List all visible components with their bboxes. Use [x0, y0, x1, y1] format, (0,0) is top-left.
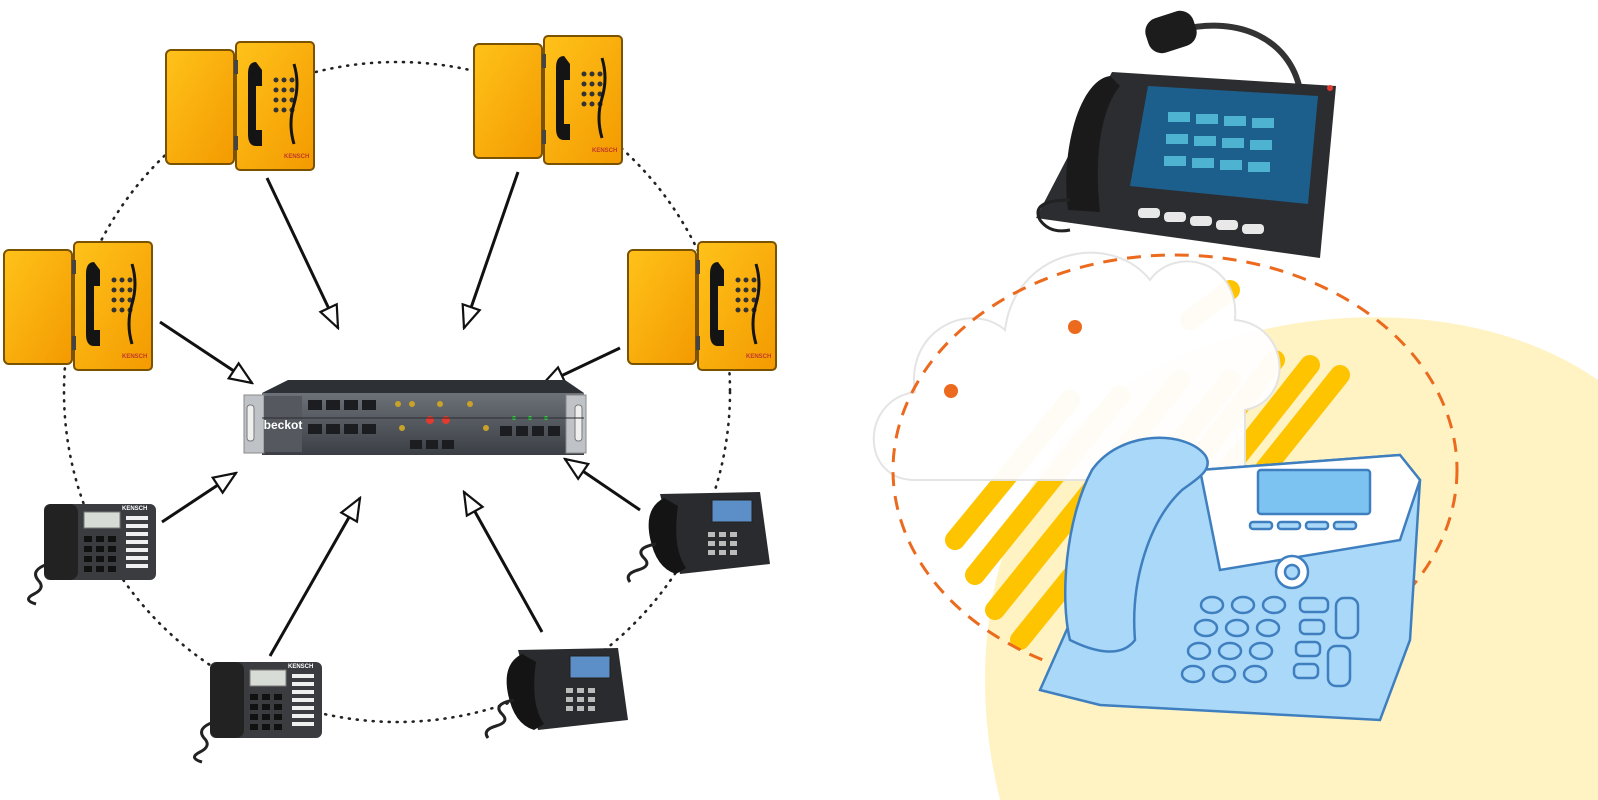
dispatch-console: [1036, 10, 1336, 258]
server-ports: [308, 400, 560, 449]
phone-door: [627, 249, 697, 365]
pbx-server: beckot: [243, 380, 587, 455]
phone-door: [165, 49, 235, 165]
server-brand-label: beckot: [264, 418, 303, 432]
arrow-bottom-left: [268, 498, 360, 657]
blue-ip-phone: [1038, 436, 1422, 722]
phone-door: [3, 249, 73, 365]
left-network: beckot: [3, 35, 777, 764]
phone-brand-label: KENSCH: [284, 154, 309, 160]
arrow-low-left: [161, 473, 236, 524]
handset-icon: [1064, 436, 1209, 653]
cloud-icon: [872, 251, 1281, 481]
handset-icon: [248, 62, 262, 146]
phone-brand-label: KENSCH: [122, 506, 147, 512]
phone-display: [1256, 468, 1372, 516]
industrial-phone-top-right: KENSCH: [473, 35, 623, 165]
industrial-phone-top-left: KENSCH: [165, 41, 315, 171]
handset-icon: [556, 56, 570, 140]
orbit-node-1: [1068, 320, 1082, 334]
desk-phone-bottom-left: KENSCH: [193, 662, 322, 764]
ip-phone-right: [626, 492, 770, 583]
arrow-mid-left: [159, 320, 252, 383]
connection-arrows: [159, 171, 641, 657]
arrow-top-right: [464, 171, 520, 328]
phone-brand-label: KENSCH: [592, 148, 617, 154]
right-scene: [872, 10, 1598, 800]
desk-phone-left: KENSCH: [27, 504, 156, 606]
orbit-node-2: [944, 384, 958, 398]
console-handset: [1066, 76, 1120, 212]
arrow-top-left: [265, 177, 340, 328]
industrial-phone-mid-left: KENSCH: [3, 241, 153, 371]
handset-icon: [86, 262, 100, 346]
phone-brand-label: KENSCH: [122, 354, 147, 360]
arrow-mid-right: [542, 346, 621, 387]
arrow-low-right: [565, 459, 641, 512]
gooseneck-mic: [1179, 22, 1303, 91]
industrial-phone-mid-right: KENSCH: [627, 241, 777, 371]
dotted-ring: [62, 60, 732, 724]
phone-door: [473, 43, 543, 159]
arrow-bottom-right: [464, 492, 544, 633]
phone-brand-label: KENSCH: [288, 664, 313, 670]
handset-icon: [710, 262, 724, 346]
phone-brand-label: KENSCH: [746, 354, 771, 360]
ip-phone-bottom-right: [484, 648, 628, 739]
